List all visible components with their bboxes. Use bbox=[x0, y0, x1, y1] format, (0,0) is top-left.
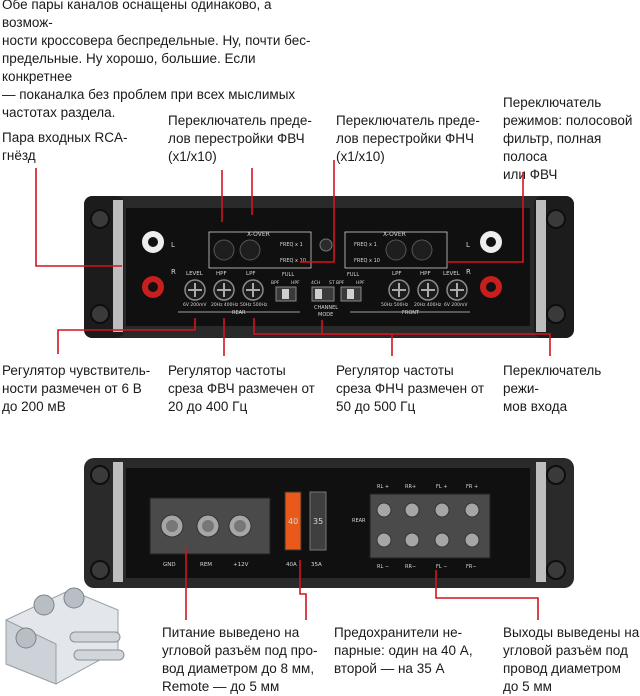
label-hpf-mode: HPF bbox=[291, 280, 300, 286]
label-12v: +12V bbox=[233, 562, 249, 568]
label-fr-plus: FR + bbox=[466, 484, 478, 490]
label-rear: REAR bbox=[232, 310, 246, 316]
front-range-button-2[interactable] bbox=[411, 239, 433, 261]
center-screw-icon bbox=[319, 238, 333, 252]
label-level: LEVEL bbox=[186, 271, 204, 277]
label-xover-front: X-OVER bbox=[383, 231, 406, 238]
label-gnd: GND bbox=[163, 562, 176, 568]
callout-rca: Пара входных RCA- гнёзд bbox=[2, 130, 128, 163]
rear-hpf-knob[interactable] bbox=[213, 279, 235, 301]
callout-fuses: Предохранители не- парные: один на 40 А,… bbox=[334, 625, 473, 676]
callout-mode-switch: Переключатель режимов: полосовой фильтр,… bbox=[503, 95, 633, 182]
label-lpf-front: LPF bbox=[392, 271, 402, 277]
label-channel: CHANNEL bbox=[314, 305, 338, 311]
label-fr-minus: FR− bbox=[466, 564, 477, 570]
leader-input-mode bbox=[321, 320, 551, 356]
label-front: FRONT bbox=[402, 310, 420, 316]
silver-power-connector-icon bbox=[5, 587, 125, 685]
callout-lpf-switch: Переключатель преде- лов перестройки ФНЧ… bbox=[336, 113, 480, 164]
label-fl-minus: FL − bbox=[436, 564, 447, 570]
intro-text: Обе пары каналов оснащены одинаково, а в… bbox=[2, 0, 311, 120]
front-range-button-1[interactable] bbox=[385, 239, 407, 261]
hpf-range-button[interactable] bbox=[213, 239, 235, 261]
fuse-40a-label: 40 bbox=[288, 517, 298, 526]
leader-rca bbox=[35, 168, 122, 267]
leader-lpf-freq bbox=[253, 318, 393, 356]
label-lpf-range: 50Hz 500Hz bbox=[240, 302, 268, 308]
callout-sensitivity: Регулятор чувствитель- ности размечен от… bbox=[2, 363, 151, 414]
label-hpf-range: 20Hz 400Hz bbox=[211, 302, 239, 308]
speaker-terminal-screws bbox=[376, 502, 480, 548]
front-lpf-knob[interactable] bbox=[388, 279, 410, 301]
label-xover-rear: X-OVER bbox=[247, 231, 270, 238]
label-freq-x10: FREQ x 10 bbox=[280, 258, 306, 264]
rear-lpf-knob[interactable] bbox=[242, 279, 264, 301]
label-35a: 35A bbox=[311, 562, 322, 568]
label-4ch: 4CH bbox=[311, 280, 320, 286]
lpf-range-button[interactable] bbox=[239, 239, 261, 261]
label-hpf: HPF bbox=[216, 271, 227, 277]
power-terminal-screws bbox=[160, 514, 252, 538]
callout-power: Питание выведено на угловой разъём под п… bbox=[162, 625, 318, 694]
label-rr-minus: RR− bbox=[405, 564, 416, 570]
callout-outputs: Выходы выведены на угловой разъём под пр… bbox=[503, 625, 640, 694]
fuse-40a bbox=[284, 491, 302, 551]
fuse-35a bbox=[309, 491, 327, 551]
label-rl-minus: RL − bbox=[377, 564, 389, 570]
leader-fuses bbox=[299, 560, 307, 620]
rca-jack-right-icon bbox=[480, 231, 502, 298]
callout-hpf-freq: Регулятор частоты среза ФВЧ размечен от … bbox=[168, 363, 315, 414]
callout-input-mode: Переключатель режи- мов входа bbox=[503, 363, 602, 414]
label-fl-plus: FL + bbox=[436, 484, 447, 490]
front-hpf-knob[interactable] bbox=[417, 279, 439, 301]
screw-icon bbox=[90, 209, 566, 324]
label-bpf: BPF bbox=[271, 280, 280, 286]
label-freq-x10-front: FREQ x 10 bbox=[354, 258, 380, 264]
label-rear-bottom: REAR bbox=[352, 518, 366, 524]
leader-outputs bbox=[435, 570, 539, 620]
leader-sensitivity bbox=[57, 318, 196, 354]
label-l: L bbox=[171, 241, 175, 249]
leader-lpf-switch bbox=[300, 160, 335, 263]
label-r: R bbox=[171, 268, 176, 276]
label-bpf-front: BPF bbox=[336, 280, 345, 286]
label-l-right: L bbox=[466, 241, 470, 249]
label-freq-x1-front: FREQ x 1 bbox=[354, 242, 377, 248]
screw-icon bbox=[90, 465, 566, 580]
rear-level-knob[interactable] bbox=[184, 279, 206, 301]
control-panel bbox=[126, 208, 530, 326]
label-hpf-range-front: 20Hz 400Hz bbox=[414, 302, 442, 308]
label-st: ST bbox=[329, 280, 335, 286]
label-hpf-front: HPF bbox=[420, 271, 431, 277]
label-mode: MODE bbox=[318, 312, 333, 318]
leader-mode-switch bbox=[448, 172, 524, 263]
label-lpf: LPF bbox=[246, 271, 256, 277]
front-level-knob[interactable] bbox=[446, 279, 468, 301]
label-rem: REM bbox=[200, 562, 212, 568]
label-40a: 40A bbox=[286, 562, 297, 568]
label-full-front: FULL bbox=[347, 272, 359, 278]
label-lpf-range-front: 50Hz 500Hz bbox=[381, 302, 409, 308]
fuse-35a-label: 35 bbox=[313, 517, 323, 526]
label-level-range-front: 6V 200mV bbox=[444, 302, 468, 308]
label-freq-x1: FREQ x 1 bbox=[280, 242, 303, 248]
label-rl-plus: RL + bbox=[377, 484, 389, 490]
label-r-right: R bbox=[466, 268, 471, 276]
label-hpf-mode-front: HPF bbox=[356, 280, 365, 286]
label-level-front: LEVEL bbox=[443, 271, 461, 277]
callout-hpf-switch: Переключатель преде- лов перестройки ФВЧ… bbox=[168, 113, 312, 164]
label-rr-plus: RR+ bbox=[405, 484, 416, 490]
callout-lpf-freq: Регулятор частоты среза ФНЧ размечен от … bbox=[336, 363, 485, 414]
rca-jack-left-icon bbox=[142, 231, 164, 298]
label-level-range: 6V 200mV bbox=[183, 302, 207, 308]
label-full: FULL bbox=[282, 272, 294, 278]
